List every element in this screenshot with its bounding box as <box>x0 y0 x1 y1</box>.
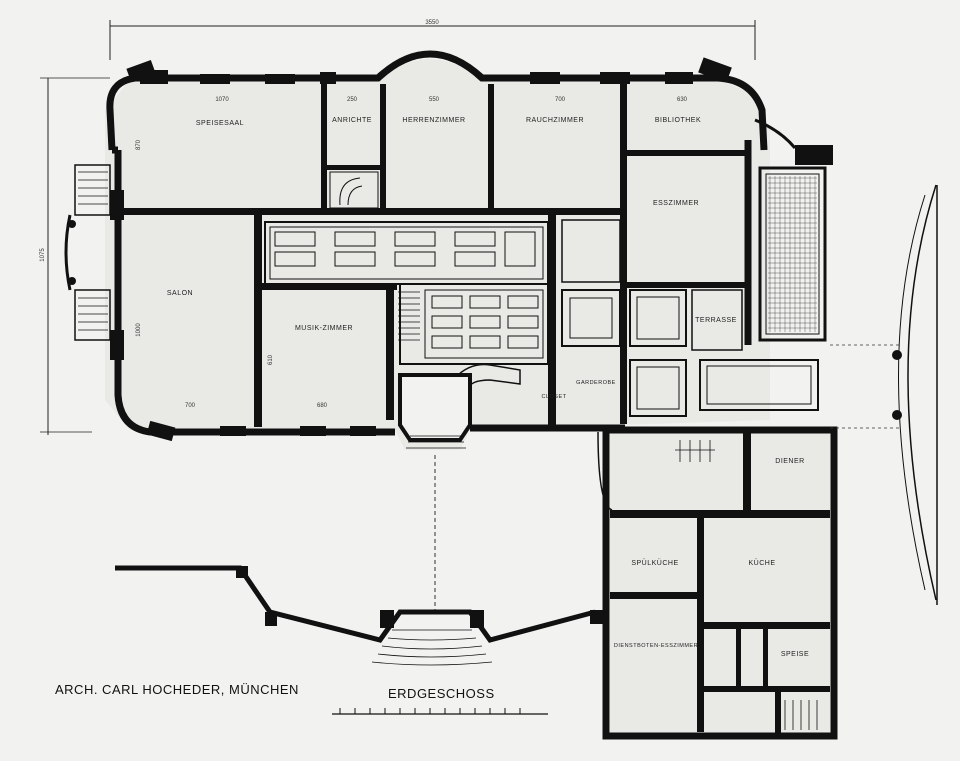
hall-patterned-floor <box>264 221 549 390</box>
dimension-label: 550 <box>429 97 440 103</box>
entrance-porch <box>398 373 472 612</box>
dimension-label: 870 <box>136 139 142 150</box>
dimension-label: 630 <box>677 97 688 103</box>
driveway <box>830 184 938 605</box>
garden-wall <box>115 565 604 666</box>
interior-walls <box>124 84 747 427</box>
room-label-speise: SPEISE <box>781 651 809 658</box>
dimension-label: 610 <box>268 354 274 365</box>
room-label-garderobe: GARDEROBE <box>576 380 616 386</box>
tiled-rooms <box>561 219 819 417</box>
left-dimension-label: 1075 <box>40 248 46 262</box>
service-wing-walls <box>597 426 838 740</box>
room-label-herrenzimmer: HERRENZIMMER <box>402 117 465 124</box>
room-label-dienstboten: DIENSTBOTEN-ESSZIMMER <box>614 643 698 649</box>
dimension-label: 250 <box>347 97 358 103</box>
room-label-spuelkueche: SPÜLKÜCHE <box>631 559 678 567</box>
room-label-terrasse: TERRASSE <box>695 317 737 324</box>
overall-dimension-line: 3550 <box>109 20 756 60</box>
room-label-salon: SALON <box>167 290 193 297</box>
dimension-label: 1070 <box>215 97 229 103</box>
spiral-stair <box>329 171 379 209</box>
room-label-speisesaal: SPEISESAAL <box>196 120 244 127</box>
room-label-rauchzimmer: RAUCHZIMMER <box>526 117 584 124</box>
dimension-label: 700 <box>185 403 196 409</box>
room-label-musikzimmer: MUSIK-ZIMMER <box>295 325 353 332</box>
outer-walls <box>106 50 768 442</box>
room-label-anrichte: ANRICHTE <box>332 117 372 124</box>
architect-caption: ARCH. CARL HOCHEDER, MÜNCHEN <box>55 682 299 697</box>
room-label-kueche: KÜCHE <box>748 559 775 567</box>
main-building-floor <box>105 59 770 450</box>
room-label-bibliothek: BIBLIOTHEK <box>655 117 701 124</box>
dimension-label: 700 <box>555 97 566 103</box>
west-terrace <box>64 164 111 341</box>
room-label-diener: DIENER <box>775 458 804 465</box>
scale-bar <box>332 708 548 715</box>
service-wing-floor <box>610 430 830 735</box>
overall-dimension-label: 3550 <box>425 20 439 26</box>
dimension-label: 680 <box>317 403 328 409</box>
floor-caption: ERDGESCHOSS <box>388 686 495 701</box>
room-label-closet: CLOSET <box>541 394 566 400</box>
room-label-esszimmer: ESSZIMMER <box>653 200 699 207</box>
dimension-label: 1000 <box>136 323 142 337</box>
left-dimension-line: 1075 <box>40 77 110 435</box>
east-terrace-grid <box>754 118 833 342</box>
